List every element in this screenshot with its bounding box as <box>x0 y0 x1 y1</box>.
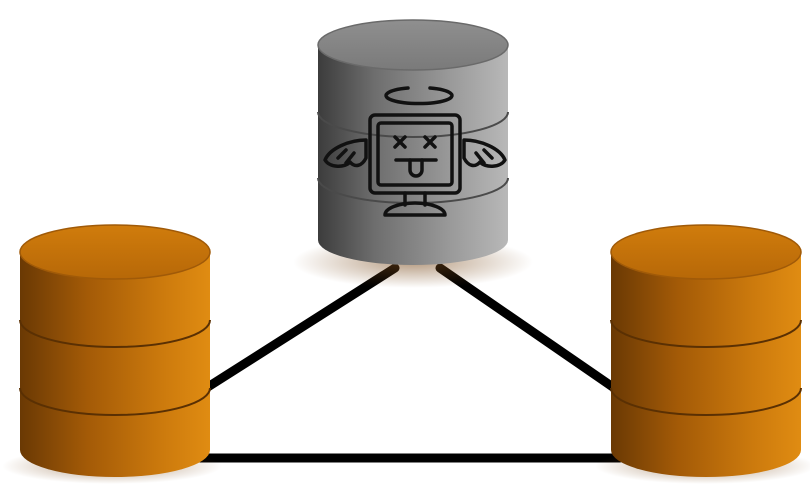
database-ring <box>19 387 211 416</box>
link-top-left <box>195 263 400 397</box>
links <box>195 263 625 463</box>
database-ring <box>19 319 211 348</box>
database-ring <box>610 387 802 416</box>
active-database-node-left[interactable] <box>2 224 222 484</box>
database-cap <box>317 19 509 71</box>
database-cap <box>610 224 802 280</box>
database-body <box>318 45 508 265</box>
link-top-right <box>435 263 625 397</box>
database-body <box>611 252 801 477</box>
failed-database-node[interactable] <box>293 19 533 288</box>
database-ring <box>610 319 802 348</box>
database-cap <box>19 224 211 280</box>
dead-computer-angel-icon <box>323 86 507 217</box>
active-database-node-right[interactable] <box>595 224 810 484</box>
database-body <box>20 252 210 477</box>
database-ring <box>317 111 509 138</box>
